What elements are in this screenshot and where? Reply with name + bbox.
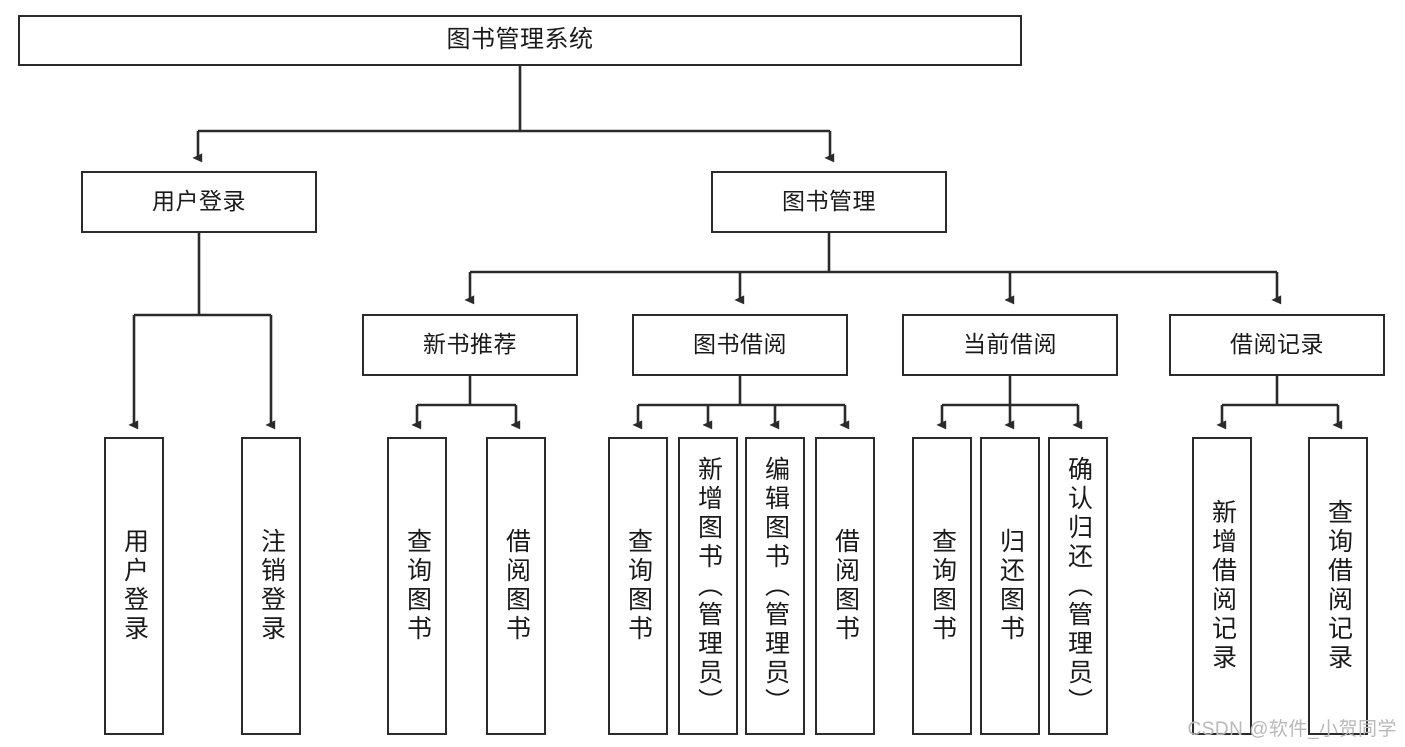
leaf-record-query-record[interactable]: 查询借阅记录	[1308, 437, 1368, 735]
leaf-borrow-borrow-book[interactable]: 借阅图书	[815, 437, 875, 735]
leaf-recommend-borrow-book[interactable]: 借阅图书	[486, 437, 546, 735]
node-label: 借阅图书	[831, 528, 860, 644]
leaf-borrow-add-book-admin[interactable]: 新增图书（管理员）	[678, 437, 738, 735]
leaf-current-confirm-return-admin[interactable]: 确认归还（管理员）	[1048, 437, 1108, 735]
leaf-borrow-query-book[interactable]: 查询图书	[608, 437, 668, 735]
node-label: 归还图书	[996, 528, 1025, 644]
node-label: 查询图书	[624, 528, 653, 644]
node-label: 图书管理	[782, 188, 876, 215]
leaf-recommend-query-book[interactable]: 查询图书	[387, 437, 447, 735]
leaf-record-add-record[interactable]: 新增借阅记录	[1192, 437, 1252, 735]
node-borrow-record[interactable]: 借阅记录	[1169, 314, 1385, 376]
node-label: 确认归还（管理员）	[1064, 455, 1093, 717]
node-label: 查询借阅记录	[1324, 499, 1353, 673]
leaf-borrow-edit-book-admin[interactable]: 编辑图书（管理员）	[745, 437, 805, 735]
leaf-user-login-signout[interactable]: 注销登录	[241, 437, 301, 735]
leaf-current-return-book[interactable]: 归还图书	[980, 437, 1040, 735]
node-label: 用户登录	[120, 528, 149, 644]
node-book-borrow[interactable]: 图书借阅	[632, 314, 848, 376]
node-user-login[interactable]: 用户登录	[81, 171, 317, 233]
node-label: 借阅记录	[1230, 331, 1324, 358]
node-label: 查询图书	[403, 528, 432, 644]
leaf-user-login-signin[interactable]: 用户登录	[104, 437, 164, 735]
node-label: 图书借阅	[693, 331, 787, 358]
node-label: 当前借阅	[963, 331, 1057, 358]
leaf-current-query-book[interactable]: 查询图书	[912, 437, 972, 735]
node-label: 新增借阅记录	[1208, 499, 1237, 673]
node-label: 编辑图书（管理员）	[761, 455, 790, 717]
node-label: 图书管理系统	[446, 26, 594, 54]
node-new-book-recommend[interactable]: 新书推荐	[362, 314, 578, 376]
node-label: 用户登录	[152, 188, 246, 215]
node-label: 借阅图书	[502, 528, 531, 644]
node-label: 查询图书	[928, 528, 957, 644]
node-label: 新增图书（管理员）	[694, 455, 723, 717]
node-current-borrow[interactable]: 当前借阅	[902, 314, 1118, 376]
node-label: 注销登录	[257, 528, 286, 644]
node-book-management[interactable]: 图书管理	[711, 171, 947, 233]
node-label: 新书推荐	[423, 331, 517, 358]
node-root-system[interactable]: 图书管理系统	[18, 15, 1022, 66]
csdn-watermark: CSDN @软件_小贺同学	[1187, 719, 1397, 740]
